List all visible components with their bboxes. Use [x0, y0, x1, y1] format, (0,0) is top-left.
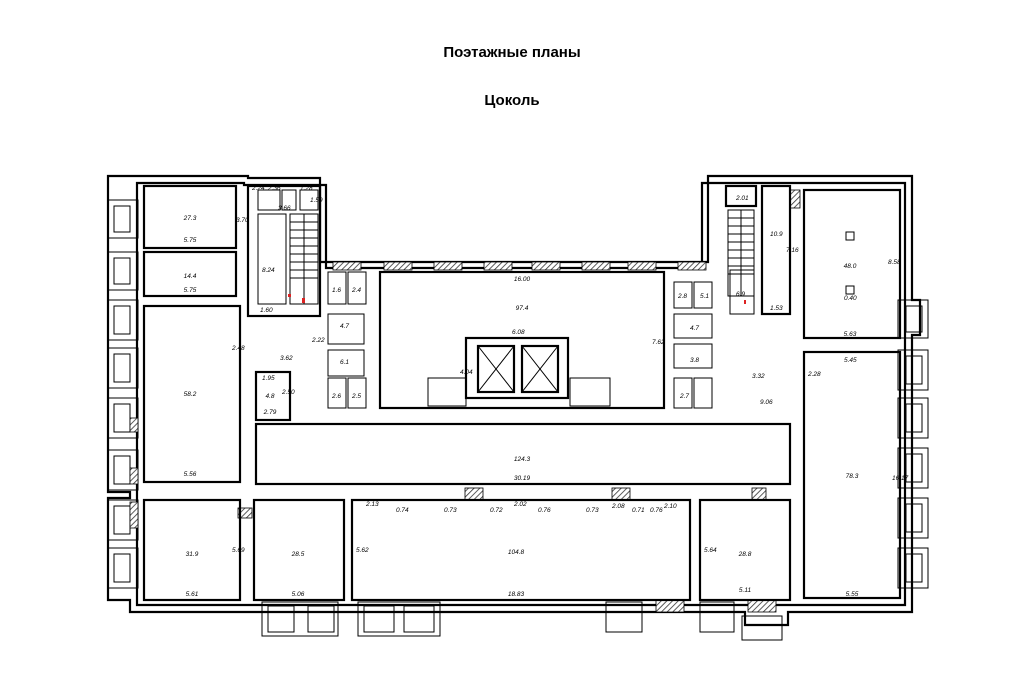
staircase-left: [289, 213, 319, 305]
left-window-bays: [107, 199, 139, 589]
dim-label: 2.7: [679, 393, 689, 400]
dim-label: 2.01: [735, 195, 749, 202]
dim-label: 6.9: [736, 291, 745, 298]
hatched-wall-blocks: [129, 189, 801, 613]
room-dim: 2.79: [263, 409, 277, 416]
dim-label: 2.8: [677, 293, 687, 300]
dim-label: 0.73: [444, 507, 457, 514]
entrance-steps: [261, 601, 783, 641]
dim-label: 6.08: [512, 329, 525, 336]
dim-label: 2.02: [513, 501, 527, 508]
room-dim: 5.75: [184, 287, 197, 294]
columns: [845, 231, 855, 295]
room-dim: 5.61: [186, 591, 199, 598]
dim-label: 0.76: [538, 507, 551, 514]
dim-label: 1.95: [262, 375, 275, 382]
dim-label: 1.6: [332, 287, 341, 294]
dim-label: 0.40: [844, 295, 857, 302]
room-dim: 16.00: [514, 276, 531, 283]
dim-label: 9.06: [760, 399, 773, 406]
dim-label: 1.28: [300, 185, 313, 192]
dim-label: 3.70: [236, 217, 249, 224]
room-label: 28.8: [738, 551, 752, 558]
dim-label: 2.24: [251, 185, 265, 192]
room-label: 14.4: [184, 273, 197, 280]
room-label: 104.8: [508, 549, 525, 556]
dim-label: 0.76: [650, 507, 663, 514]
elevator-shafts: [464, 336, 570, 400]
dim-label: 4.04: [460, 369, 473, 376]
dim-label: 2.36: [267, 185, 281, 192]
dim-label: 0.73: [586, 507, 599, 514]
room-dim: 5.56: [184, 471, 197, 478]
room-dim: 18.83: [508, 591, 525, 598]
dim-label: 2.48: [231, 345, 245, 352]
dim-label: 2.50: [281, 389, 295, 396]
dim-label: 10.9: [770, 231, 783, 238]
dim-label: 4.7: [340, 323, 349, 330]
dim-label: 0.74: [396, 507, 409, 514]
dim-label: 3.62: [280, 355, 293, 362]
room-label: 31.9: [186, 551, 199, 558]
room-dim: 5.06: [292, 591, 305, 598]
room-label: 97.4: [516, 305, 529, 312]
dim-label: 2.10: [663, 503, 677, 510]
room-label: 48.0: [844, 263, 857, 270]
right-window-bays: [897, 299, 929, 589]
floor-subtitle: Цоколь: [484, 92, 540, 109]
room-label: 27.3: [183, 215, 197, 222]
dim-label: 5.69: [232, 547, 245, 554]
dim-label: 2.5: [351, 393, 361, 400]
dim-label: 4.7: [690, 325, 699, 332]
dim-label: 0.71: [632, 507, 645, 514]
dim-label: 1.59: [310, 197, 323, 204]
dim-label: 0.72: [490, 507, 503, 514]
dim-label: 2.6: [331, 393, 341, 400]
red-marks: [288, 294, 746, 304]
room-dim: 30.19: [514, 475, 531, 482]
room-dim: 5.63: [844, 331, 857, 338]
staircase-right: [727, 209, 755, 297]
dim-label: 5.45: [844, 357, 857, 364]
dim-label: 16.17: [892, 475, 909, 482]
room-labels: 27.3 5.75 14.4 5.75 58.2 5.56 4.8 2.79 3…: [183, 215, 859, 598]
dim-label: 2.28: [807, 371, 821, 378]
dim-label: 1.60: [260, 307, 273, 314]
dim-label: 8.58: [888, 259, 901, 266]
room-walls: [142, 184, 902, 602]
dimension-labels: 2.36 3.70 3.66 2.24 1.28 1.59 1.60 3.62 …: [231, 185, 909, 554]
dim-label: 7.16: [786, 247, 799, 254]
dim-label: 6.1: [340, 359, 349, 366]
room-label: 4.8: [265, 393, 274, 400]
dim-label: 2.13: [365, 501, 379, 508]
building-outline: [106, 174, 922, 627]
dim-label: 5.1: [700, 293, 709, 300]
elevator-crosses: [427, 345, 611, 407]
room-label: 58.2: [184, 391, 197, 398]
dim-label: 3.8: [690, 357, 699, 364]
dim-label: 5.62: [356, 547, 369, 554]
dim-label: 2.08: [611, 503, 625, 510]
room-label: 28.5: [291, 551, 305, 558]
dim-label: 3.66: [278, 205, 291, 212]
dim-label: 3.32: [752, 373, 765, 380]
room-label: 78.3: [846, 473, 859, 480]
dim-label: 1.53: [770, 305, 783, 312]
page-title: Поэтажные планы: [443, 44, 581, 61]
room-label: 124.3: [514, 456, 531, 463]
room-dim: 5.11: [739, 587, 752, 594]
dim-label: 7.62: [652, 339, 665, 346]
dim-label: 8.24: [262, 267, 275, 274]
dim-label: 2.22: [311, 337, 325, 344]
dim-label: 2.4: [351, 287, 361, 294]
room-dim: 5.55: [846, 591, 859, 598]
dim-label: 5.64: [704, 547, 717, 554]
room-dim: 5.75: [184, 237, 197, 244]
